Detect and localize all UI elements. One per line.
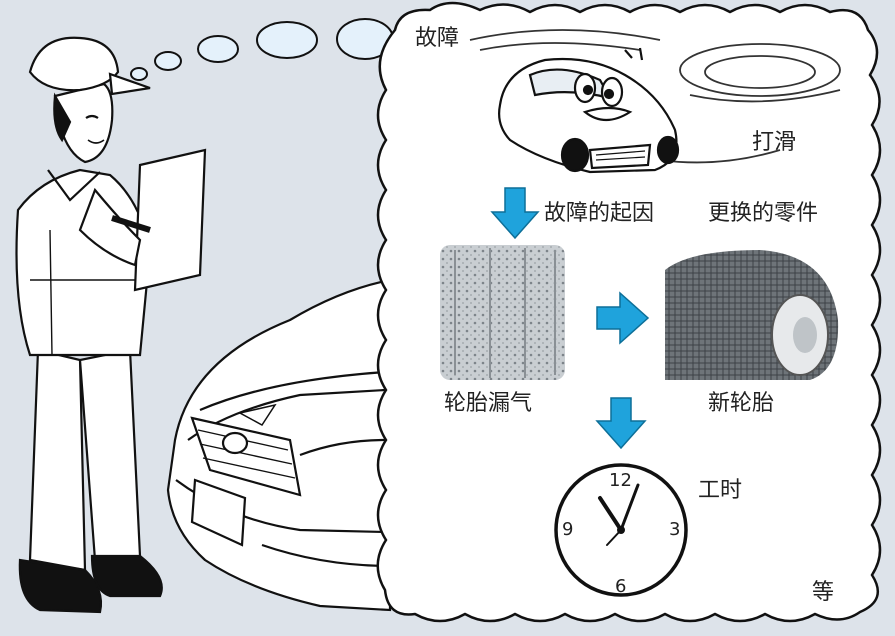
- skidding-car-icon: [498, 47, 680, 174]
- skid-marks: [469, 29, 841, 164]
- etc-label: 等: [812, 580, 835, 605]
- clock-number-9: 9: [562, 519, 574, 540]
- cause-heading: 故障的起因: [544, 201, 655, 226]
- thought-dots: [130, 18, 394, 81]
- clock-number-3: 3: [669, 519, 681, 540]
- bubble-title: 故障: [415, 26, 460, 51]
- symptom-label: 打滑: [752, 130, 797, 155]
- replacement-item-label: 新轮胎: [708, 391, 775, 416]
- clock-icon: [554, 463, 688, 597]
- new-tire-image: [665, 250, 839, 380]
- clock-number-6: 6: [615, 576, 627, 597]
- mechanic-illustration: [15, 36, 207, 614]
- clock-number-12: 12: [609, 470, 632, 491]
- arrow-down-labor: [595, 397, 647, 450]
- arrow-right-replace: [596, 291, 650, 345]
- arrow-down-cause: [490, 187, 540, 240]
- flow-arrows: [490, 187, 650, 450]
- replacement-heading: 更换的零件: [708, 201, 819, 226]
- cause-item-label: 轮胎漏气: [444, 391, 533, 416]
- car-front-illustration: [166, 278, 392, 612]
- labor-label: 工时: [698, 478, 743, 503]
- flat-tire-image: [440, 245, 565, 380]
